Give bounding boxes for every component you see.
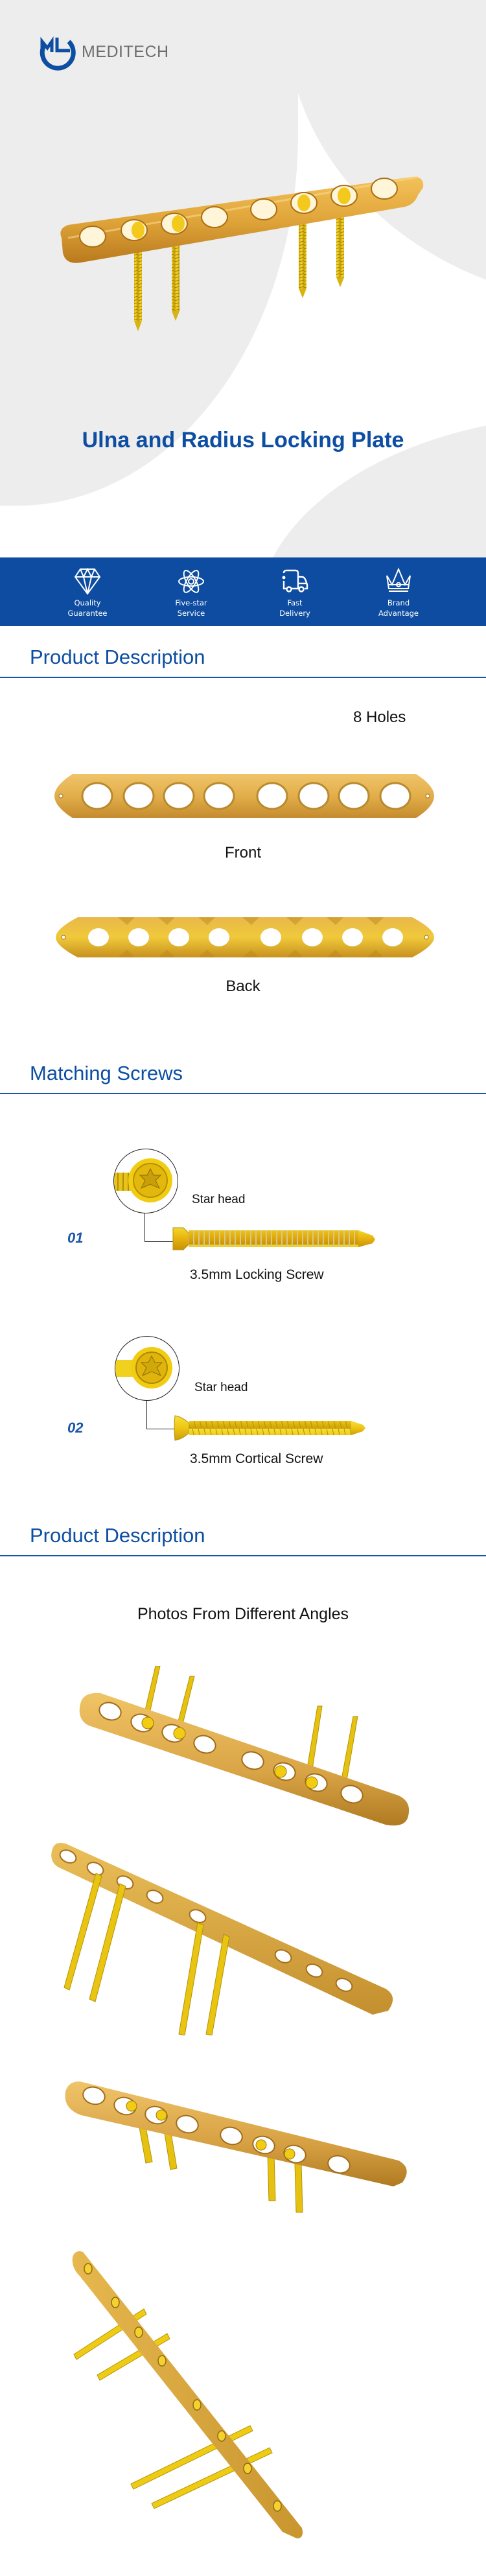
atom-icon — [178, 570, 204, 593]
angles-subtitle: Photos From Different Angles — [137, 1605, 349, 1623]
screw-head-label: Star head — [194, 1381, 248, 1394]
hero-section: MEDITECH — [0, 0, 486, 557]
feature-label: Brand — [387, 598, 410, 607]
plate-angle-image-3 — [65, 2081, 407, 2213]
screw-number: 02 — [67, 1420, 84, 1436]
star-head-icon — [115, 1347, 172, 1388]
section-header-matching-screws: Matching Screws — [0, 1057, 486, 1094]
plate-angle-image-2 — [51, 1843, 393, 2035]
view-label-back: Back — [226, 978, 260, 995]
plate-angle-image-4 — [72, 2251, 303, 2538]
brand-logo[interactable]: MEDITECH — [38, 32, 169, 71]
holes-count-label: 8 Holes — [353, 708, 406, 726]
star-head-icon — [114, 1158, 172, 1202]
feature-label: Guarantee — [67, 609, 108, 618]
screw-name: 3.5mm Cortical Screw — [190, 1451, 323, 1466]
feature-label: Advantage — [378, 609, 419, 618]
screw-number: 01 — [67, 1230, 84, 1246]
screw-name: 3.5mm Locking Screw — [190, 1267, 324, 1282]
callout-line — [145, 1213, 174, 1242]
screw-head-detail-image — [113, 1149, 178, 1213]
section-title: Matching Screws — [30, 1062, 183, 1084]
crown-icon — [386, 567, 411, 592]
plate-front-image — [54, 774, 434, 818]
feature-label: Quality — [74, 598, 101, 607]
md-logo-icon — [40, 36, 76, 71]
section-header-product-description: Product Description — [0, 1519, 486, 1556]
feature-label: Service — [177, 609, 205, 618]
feature-label: Delivery — [279, 609, 310, 618]
plate-angle-image-1 — [79, 1666, 410, 1826]
plate-back-image — [56, 917, 434, 957]
callout-line — [146, 1400, 175, 1429]
feature-label: Fast — [287, 598, 303, 607]
screw-head-label: Star head — [192, 1193, 246, 1206]
locking-screw-image — [172, 1227, 375, 1250]
truck-icon — [282, 569, 308, 592]
product-title: Ulna and Radius Locking Plate — [82, 428, 404, 452]
brand-name: MEDITECH — [82, 42, 169, 61]
section-title: Product Description — [30, 1524, 205, 1547]
diamond-icon — [74, 567, 101, 595]
screw-head-detail-image — [115, 1336, 179, 1401]
hero-plate-image — [60, 176, 424, 331]
feature-label: Five-star — [175, 598, 207, 607]
section-title: Product Description — [30, 646, 205, 668]
section-header-product-description: Product Description — [0, 640, 486, 678]
cortical-screw-image — [174, 1415, 365, 1441]
view-label-front: Front — [224, 844, 261, 861]
